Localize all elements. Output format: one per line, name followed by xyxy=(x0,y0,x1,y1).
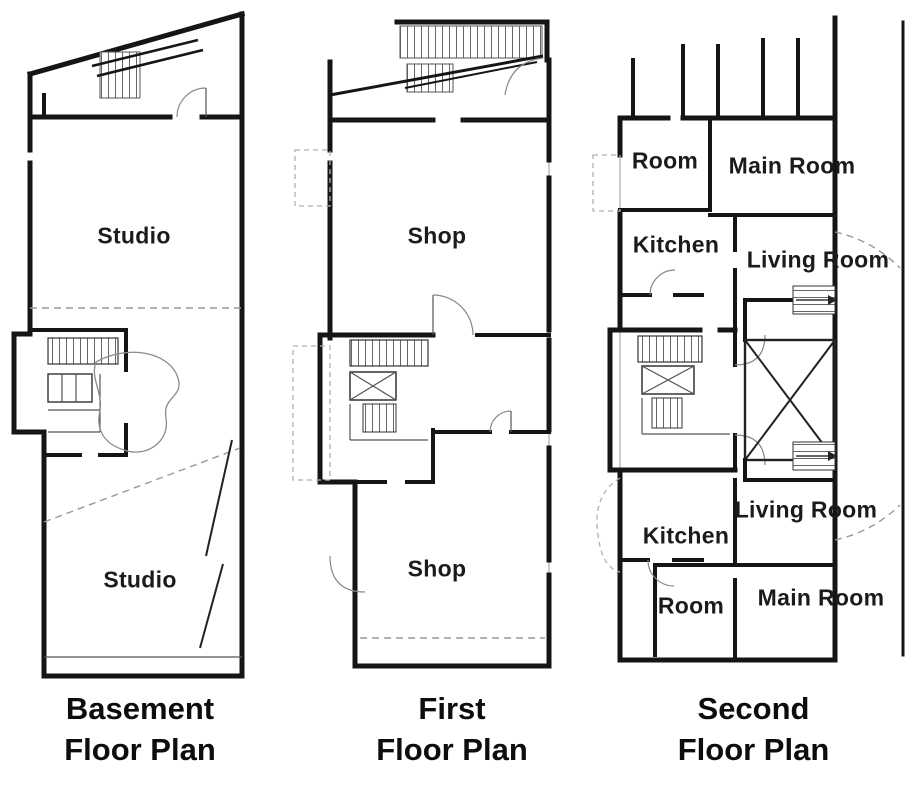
first-exterior-dashed-elements xyxy=(292,149,331,481)
first-floor-plan: Shop Shop First Floor Plan xyxy=(285,0,575,786)
room-label-living-room-upper: Living Room xyxy=(746,246,890,273)
second-door-arcs xyxy=(647,269,676,587)
room-label-main-room-upper: Main Room xyxy=(728,152,856,179)
basement-door-arc xyxy=(176,87,207,118)
first-door-arcs xyxy=(329,294,512,593)
first-caption-line1: First xyxy=(418,691,486,726)
basement-glazing-slashes xyxy=(199,439,233,649)
room-label-main-room-lower: Main Room xyxy=(757,584,885,611)
basement-stair-core xyxy=(47,337,119,433)
second-exterior-dashed-elements xyxy=(592,154,901,573)
basement-dashed-line-diagonal xyxy=(43,447,241,523)
first-caption: First Floor Plan xyxy=(307,688,597,770)
second-caption: Second Floor Plan xyxy=(590,688,917,770)
room-label-kitchen-upper: Kitchen xyxy=(632,231,720,258)
second-floor-plan: Room Main Room Kitchen Living Room Livin… xyxy=(590,0,917,786)
first-caption-line2: Floor Plan xyxy=(376,732,528,767)
second-stair-core xyxy=(607,327,766,473)
first-interior-walls xyxy=(317,117,552,484)
second-small-stair-lower xyxy=(792,441,837,471)
room-label-living-room-lower: Living Room xyxy=(734,496,878,523)
second-void-x-box xyxy=(743,338,837,462)
first-top-stair-hatch xyxy=(329,25,544,97)
first-floorplan-drawing xyxy=(292,19,552,669)
basement-outer-walls xyxy=(11,10,246,679)
basement-floor-plan: Studio Studio Basement Floor Plan xyxy=(0,0,280,786)
first-outer-walls xyxy=(317,19,552,669)
room-label-shop-upper: Shop xyxy=(407,222,467,249)
basement-caption-line2: Floor Plan xyxy=(64,732,216,767)
basement-freeform-curve xyxy=(93,351,180,453)
room-label-room-upper: Room xyxy=(631,147,699,174)
basement-caption: Basement Floor Plan xyxy=(0,688,280,770)
second-small-stair-upper xyxy=(792,285,837,315)
basement-interior-walls xyxy=(27,93,245,457)
room-label-shop-lower: Shop xyxy=(407,555,467,582)
first-stair-core xyxy=(349,339,429,441)
second-caption-line1: Second xyxy=(697,691,810,726)
second-floorplan-drawing xyxy=(592,15,905,663)
basement-caption-line1: Basement xyxy=(65,691,215,726)
basement-floorplan-drawing xyxy=(11,10,246,679)
second-roof-posts xyxy=(631,38,800,120)
basement-entry-stair-hatch xyxy=(91,38,204,99)
second-caption-line2: Floor Plan xyxy=(677,732,830,767)
room-label-kitchen-lower: Kitchen xyxy=(642,522,730,549)
room-label-studio-lower: Studio xyxy=(103,566,177,593)
second-lower-room-walls xyxy=(618,458,837,662)
room-label-room-lower: Room xyxy=(657,592,725,619)
room-label-studio-upper: Studio xyxy=(97,222,171,249)
